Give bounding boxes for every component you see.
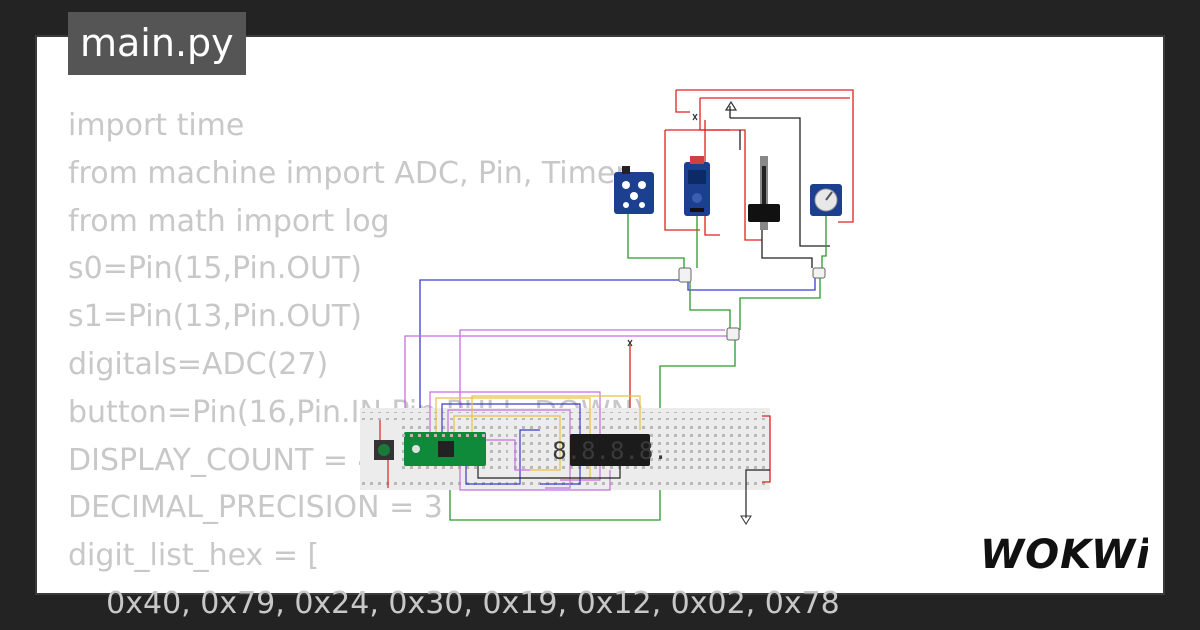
project-preview-panel [35,35,1165,595]
display-digits: 8.8.8.8. [552,437,668,465]
pico-board [404,432,486,466]
mux-chips [678,267,826,341]
wokwi-logo: WOKWi [980,532,1148,578]
code-line: digitals=ADC(27) [68,346,329,382]
code-line: s0=Pin(15,Pin.OUT) [68,251,362,287]
code-listing: import time from machine import ADC, Pin… [68,102,968,628]
sensor-module-2 [684,156,710,216]
code-line: import time [68,108,245,143]
code-line: from math import log [68,203,390,239]
logo-text: WOKWi [980,532,1148,578]
seven-segment-display: 8.8.8.8. [552,434,668,466]
slide-potentiometer [748,156,780,230]
code-line: digit_list_hex = [ [68,538,320,574]
code-line: s1=Pin(13,Pin.OUT) [68,299,362,335]
wires-top [404,89,854,521]
file-tab[interactable]: main.py [68,12,246,75]
rotary-potentiometer [810,184,842,216]
code-line: 0x40, 0x79, 0x24, 0x30, 0x19, 0x12, 0x02… [68,585,840,621]
wire-bundle [429,391,641,491]
ground-symbols [627,100,738,347]
sensor-module-1 [614,166,654,214]
push-button[interactable] [374,420,394,488]
code-line: from machine import ADC, Pin, Timer [68,155,628,191]
code-line: DECIMAL_PRECISION = 3 [68,490,443,526]
